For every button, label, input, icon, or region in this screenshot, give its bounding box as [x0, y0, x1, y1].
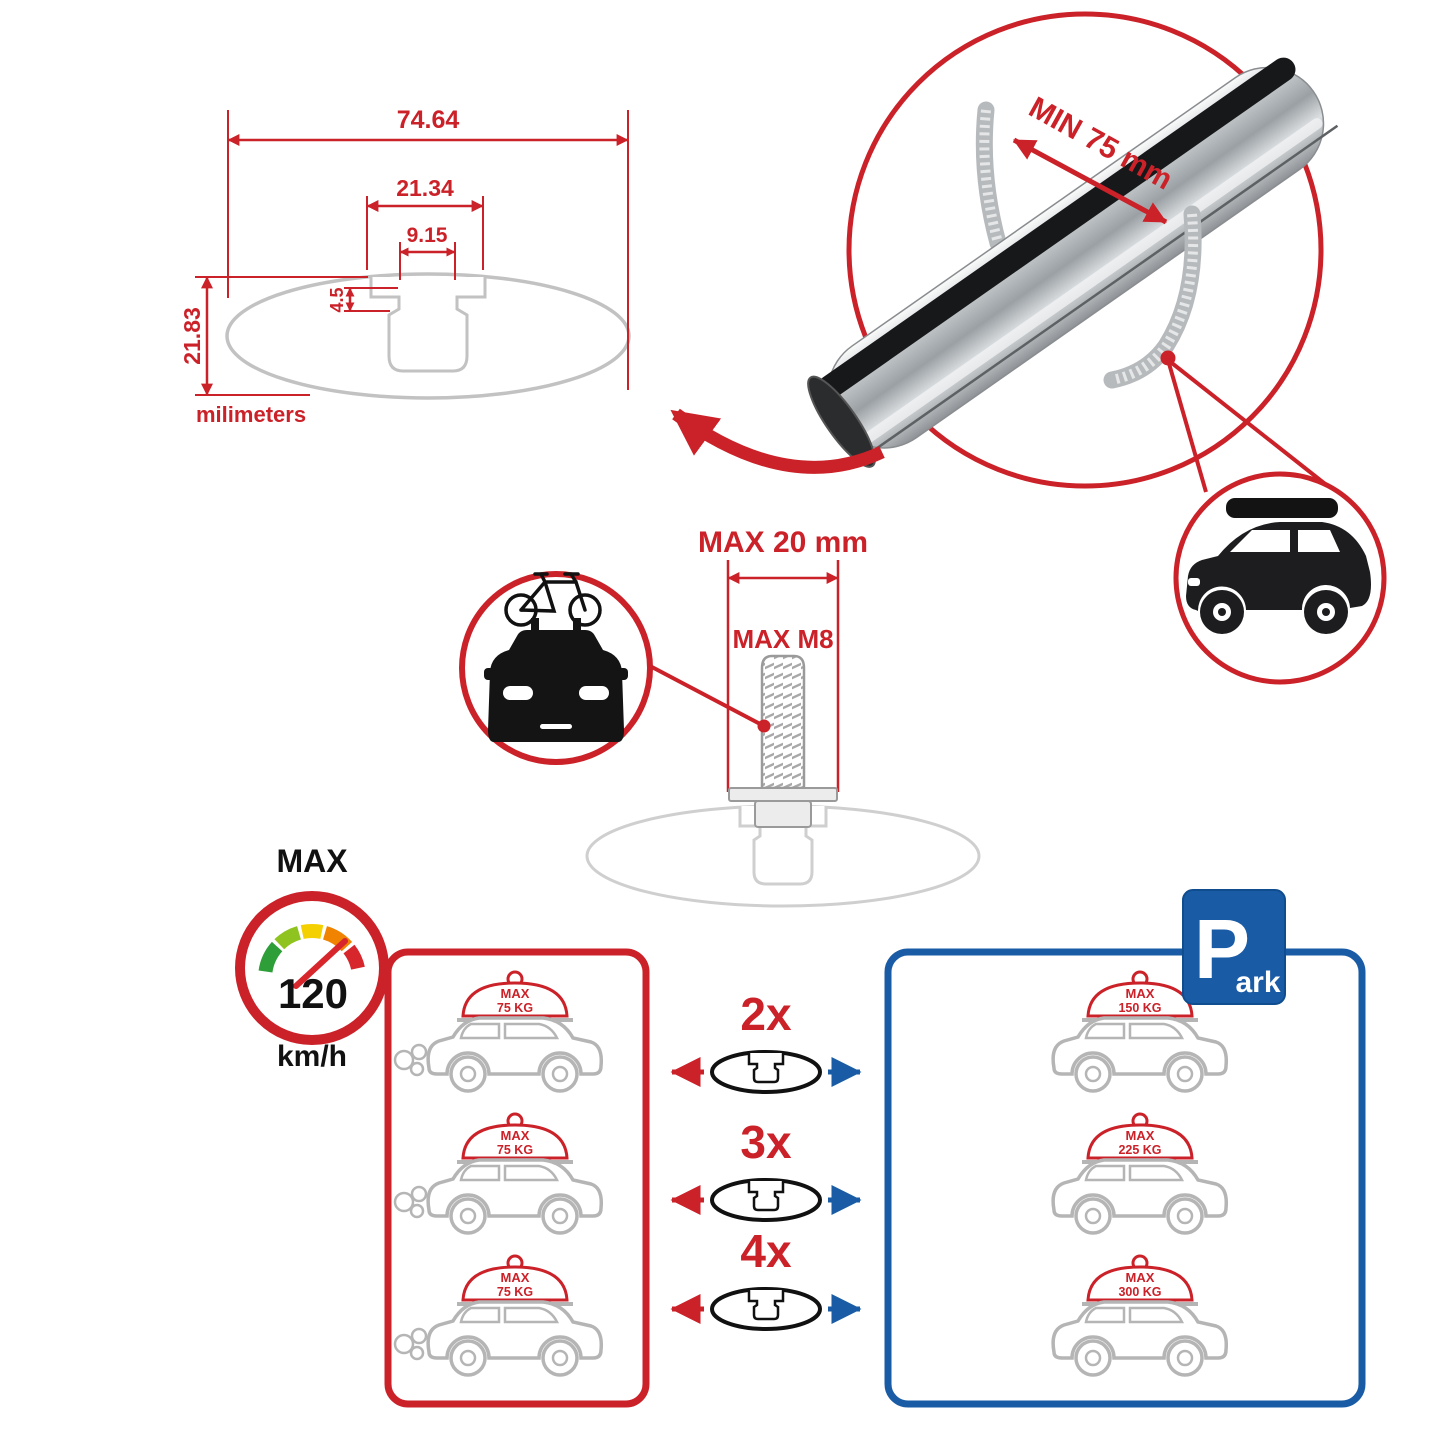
bar-count-row: 2x — [670, 988, 862, 1094]
bar-count-column: 2x 3x 4x — [670, 988, 862, 1331]
max-width-label: MAX 20 mm — [698, 526, 868, 559]
load-max-label: MAX — [501, 1128, 530, 1143]
load-max-label: MAX — [501, 986, 530, 1001]
bike-callout-line — [649, 664, 765, 728]
load-kg-label: 75 KG — [497, 1285, 533, 1299]
dim-outer-width-label: 21.34 — [396, 175, 454, 201]
gauge-value: 120 — [278, 970, 348, 1017]
bar-count-row: 4x — [670, 1225, 862, 1331]
load-max-label: MAX — [1126, 986, 1155, 1001]
bike-callout-dot — [757, 719, 771, 733]
clamp-arm-right-icon — [1103, 205, 1202, 389]
min-clamp-arrow — [1012, 137, 1168, 225]
bike-icon — [504, 572, 602, 627]
gauge-arc-icon — [258, 923, 365, 973]
roofbox-car-icon — [1186, 498, 1371, 634]
park-sign-ark: ark — [1235, 966, 1280, 999]
crossbar-bar-icon — [807, 57, 1339, 468]
pointer-arrow-to-profile — [670, 408, 885, 474]
crossbar-channel-icon — [747, 1181, 785, 1212]
load-kg-label: 75 KG — [497, 1143, 533, 1157]
tbolt-icon — [728, 654, 838, 828]
park-sign: P ark — [1182, 889, 1286, 1005]
dim-lip-height-label: 4.5 — [327, 287, 347, 312]
load-max-label: MAX — [1126, 1270, 1155, 1285]
dim-total-height-label: 21.83 — [179, 307, 205, 365]
load-kg-label: 225 KG — [1118, 1143, 1161, 1157]
load-max-label: MAX — [1126, 1128, 1155, 1143]
units-label: milimeters — [196, 402, 306, 427]
count-label: 2x — [740, 988, 792, 1040]
bike-car-circle — [459, 571, 653, 765]
driving-panel: MAX 75 KG MAX 75 KG MAX 75 KG — [384, 948, 650, 1408]
dim-slot-width-label: 9.15 — [407, 224, 448, 247]
callout-line-2 — [1166, 358, 1350, 504]
load-kg-label: 300 KG — [1118, 1285, 1161, 1299]
parked-panel: MAX 150 KG MAX 225 KG MAX 300 KG P ark — [884, 889, 1366, 1408]
load-max-label: MAX — [501, 1270, 530, 1285]
max-thread-label: MAX M8 — [732, 624, 833, 654]
gauge-needle-icon — [293, 938, 348, 989]
count-label: 4x — [740, 1225, 792, 1277]
bolt-diagram: MAX 20 mm MAX M8 — [459, 526, 981, 908]
gauge-units: km/h — [277, 1040, 347, 1073]
crossbar-render-section: MIN 75 mm — [670, 11, 1387, 685]
speed-gauge: MAX 120 km/h — [235, 843, 389, 1073]
bar-count-row: 3x — [670, 1116, 862, 1222]
cross-section-diagram: 74.64 21.34 9.15 4.5 21.83 milimeters — [179, 106, 631, 427]
load-kg-label: 150 KG — [1118, 1001, 1161, 1015]
load-kg-label: 75 KG — [497, 1001, 533, 1015]
count-label: 3x — [740, 1116, 792, 1168]
car-front-icon — [484, 618, 628, 742]
callout-line-1 — [1166, 359, 1208, 493]
dim-total-width-label: 74.64 — [397, 106, 460, 134]
roofbox-car-circle — [1173, 471, 1387, 685]
clamp-arm-left-icon — [975, 101, 1007, 252]
crossbar-channel-icon — [747, 1053, 785, 1084]
park-sign-p: P — [1194, 902, 1250, 996]
crossbar-channel-icon — [747, 1290, 785, 1321]
bar-profile-channel — [369, 277, 487, 373]
gauge-max-label: MAX — [276, 843, 348, 879]
